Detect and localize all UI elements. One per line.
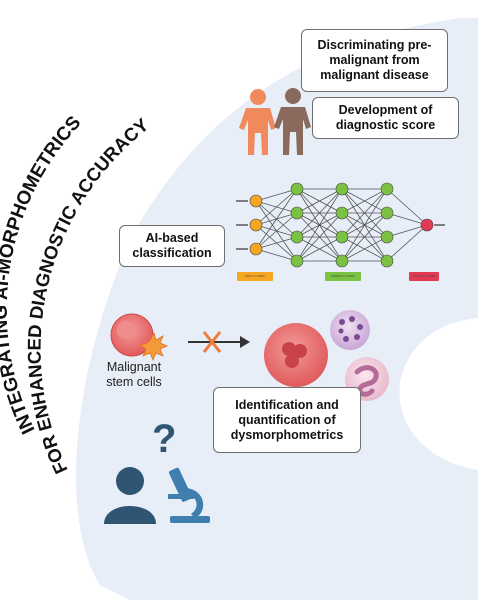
ai-classification-box: AI-based classification	[119, 225, 225, 267]
hidden-node	[380, 206, 394, 220]
input-node	[249, 242, 263, 256]
input-node	[249, 218, 263, 232]
hidden-node	[380, 254, 394, 268]
hidden-node	[380, 182, 394, 196]
network-edge	[296, 188, 343, 238]
network-edge	[386, 188, 428, 226]
network-edge	[341, 188, 388, 238]
background-panel	[76, 18, 478, 600]
network-edge	[255, 248, 298, 262]
people-icon	[239, 88, 311, 155]
hidden-node	[290, 230, 304, 244]
blocked-arrow-icon	[188, 331, 250, 353]
hidden-node	[290, 206, 304, 220]
question-mark-icon: ?	[152, 417, 176, 461]
hidden-node	[335, 182, 349, 196]
purple-cell-icon	[330, 310, 370, 350]
red-cell-icon	[264, 323, 328, 387]
network-edge	[341, 188, 388, 262]
neural-network-icon	[236, 182, 445, 268]
person-orange-icon	[239, 89, 276, 155]
discriminating-box: Discriminating pre- malignant from malig…	[301, 29, 448, 92]
blood-cells-icon	[264, 310, 389, 401]
legend-input-layer: INPUT LAYER	[237, 272, 273, 281]
network-edge	[296, 212, 343, 262]
legend-hidden-layers: HIDDEN LAYERS	[325, 272, 361, 281]
network-edge	[255, 236, 298, 250]
hidden-node	[335, 206, 349, 220]
network-edge	[255, 188, 298, 202]
network-edge	[341, 188, 388, 214]
identification-box: Identification and quantification of dys…	[213, 387, 361, 453]
network-edge	[386, 212, 428, 226]
stem-cell-icon	[110, 313, 169, 362]
hidden-node	[290, 182, 304, 196]
development-box: Development of diagnostic score	[312, 97, 459, 139]
network-edge	[341, 212, 388, 262]
burst-icon	[139, 331, 169, 362]
network-edge	[255, 188, 298, 226]
network-edge	[386, 224, 428, 262]
hidden-node	[335, 230, 349, 244]
hidden-node	[335, 254, 349, 268]
microscope-icon	[168, 467, 210, 523]
malignant-stem-cells-label: Malignant stem cells	[106, 360, 162, 389]
network-edge	[296, 236, 343, 262]
network-edge	[296, 188, 343, 214]
network-edge	[296, 188, 343, 262]
input-node	[249, 194, 263, 208]
network-edge	[341, 236, 388, 262]
person-brown-icon	[274, 88, 311, 155]
output-node	[420, 218, 434, 232]
hidden-node	[380, 230, 394, 244]
legend-output-layer: OUTPUT LAYER	[409, 272, 439, 281]
network-edge	[386, 224, 428, 238]
hidden-node	[290, 254, 304, 268]
researcher-question-icon: ?	[104, 417, 176, 524]
network-edge	[255, 212, 298, 250]
network-edge	[255, 188, 298, 250]
